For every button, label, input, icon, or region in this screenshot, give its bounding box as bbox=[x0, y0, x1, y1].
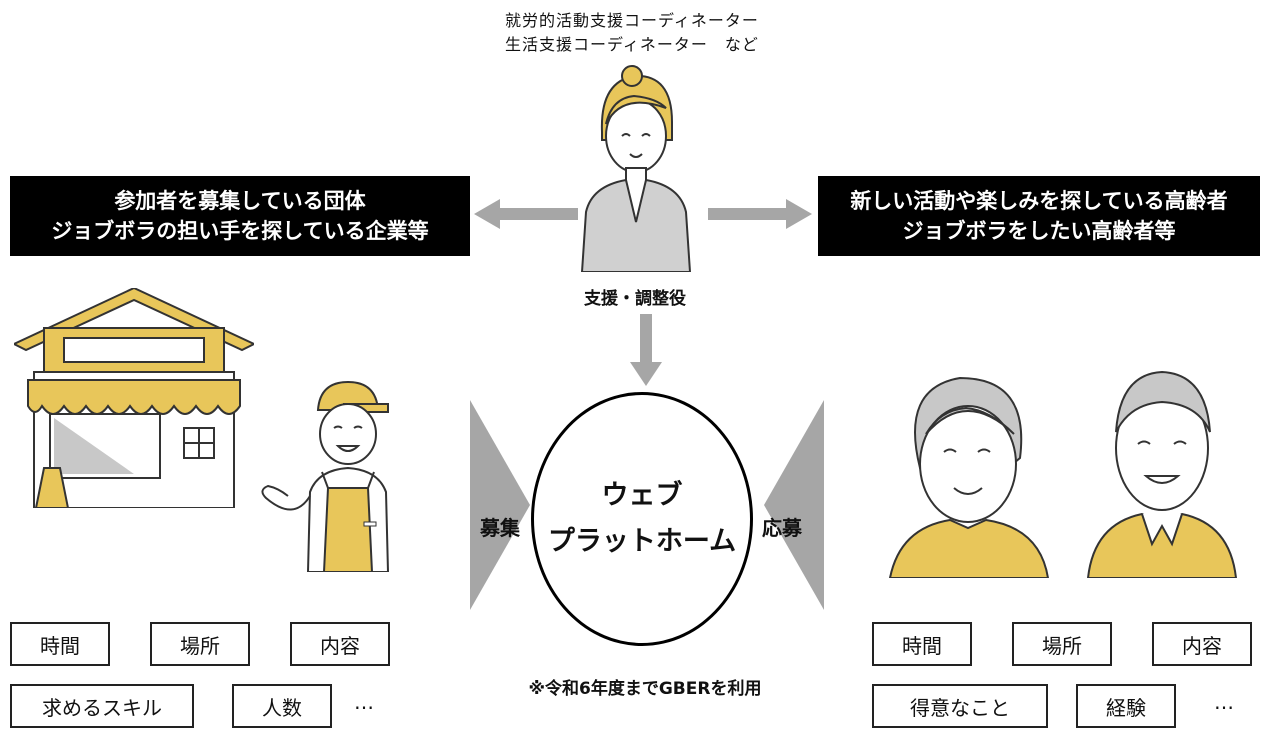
platform-note: ※令和6年度までGBERを利用 bbox=[528, 679, 762, 699]
shop-illustration bbox=[14, 288, 254, 508]
apply-arrow-shape bbox=[764, 400, 824, 610]
right-tag-strength: 得意なこと bbox=[872, 684, 1048, 728]
arrow-right-to-seniors bbox=[708, 199, 812, 229]
arrow-down-to-platform bbox=[630, 314, 662, 386]
recruit-arrow-shape bbox=[470, 400, 530, 610]
left-banner-line1: 参加者を募集している団体 bbox=[114, 189, 366, 213]
worker-illustration bbox=[261, 380, 390, 572]
right-tags-ellipsis: … bbox=[1214, 690, 1234, 714]
left-tag-place: 場所 bbox=[150, 622, 250, 666]
coordinator-title-line2: 生活支援コーディネーター など bbox=[505, 35, 759, 54]
right-banner-line2: ジョブボラをしたい高齢者等 bbox=[902, 219, 1176, 243]
web-platform-circle: ウェブ プラットホーム bbox=[531, 392, 753, 646]
recruit-label: 募集 bbox=[480, 516, 520, 540]
coordinator-illustration bbox=[580, 65, 692, 272]
seniors-illustration bbox=[888, 370, 1238, 578]
right-tag-experience: 経験 bbox=[1076, 684, 1176, 728]
left-tag-time: 時間 bbox=[10, 622, 110, 666]
left-tag-headcount: 人数 bbox=[232, 684, 332, 728]
left-tag-skill: 求めるスキル bbox=[10, 684, 194, 728]
platform-title-line2: プラットホーム bbox=[547, 526, 737, 557]
coordinator-title-line1: 就労的活動支援コーディネーター bbox=[505, 11, 759, 30]
left-banner: 参加者を募集している団体 ジョブボラの担い手を探している企業等 bbox=[10, 176, 470, 256]
platform-title-line1: ウェブ bbox=[601, 480, 683, 511]
arrow-left-to-organizations bbox=[474, 199, 578, 229]
right-tag-time: 時間 bbox=[872, 622, 972, 666]
left-tag-content: 内容 bbox=[290, 622, 390, 666]
role-label: 支援・調整役 bbox=[584, 289, 686, 309]
apply-label: 応募 bbox=[762, 516, 802, 540]
right-banner: 新しい活動や楽しみを探している高齢者 ジョブボラをしたい高齢者等 bbox=[818, 176, 1260, 256]
right-banner-line1: 新しい活動や楽しみを探している高齢者 bbox=[850, 189, 1228, 213]
left-tags-ellipsis: … bbox=[354, 690, 374, 714]
left-banner-line2: ジョブボラの担い手を探している企業等 bbox=[51, 219, 429, 243]
right-tag-place: 場所 bbox=[1012, 622, 1112, 666]
right-tag-content: 内容 bbox=[1152, 622, 1252, 666]
